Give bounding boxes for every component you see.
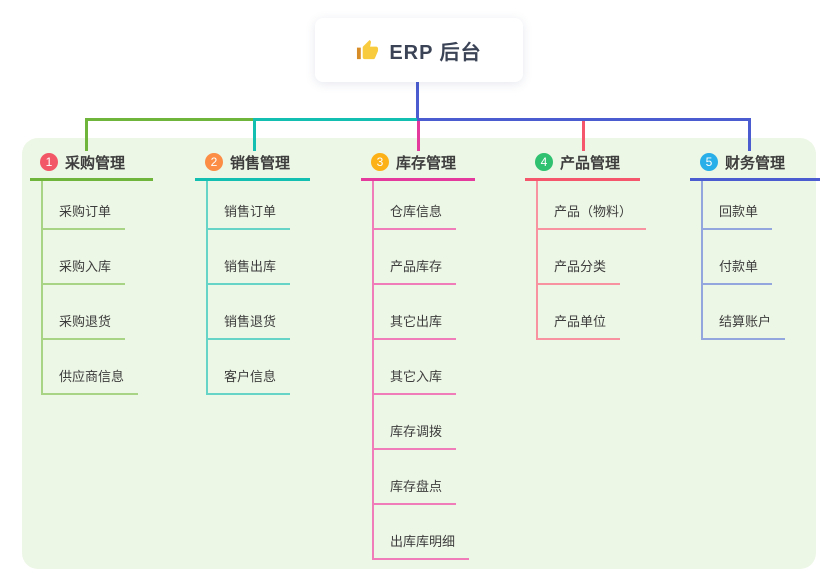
node-other-inbound[interactable]: 其它入库 xyxy=(374,340,475,395)
branch-product-header[interactable]: 4 产品管理 xyxy=(525,146,640,181)
badge-3: 3 xyxy=(371,153,389,171)
node-purchase-return[interactable]: 采购退货 xyxy=(43,285,153,340)
branch-sales: 2 销售管理 销售订单 销售出库 销售退货 客户信息 xyxy=(195,146,310,395)
branch-finance-children: 回款单 付款单 结算账户 xyxy=(701,181,820,340)
thumbs-up-icon xyxy=(356,39,379,62)
node-outbound-detail[interactable]: 出库库明细 xyxy=(374,505,475,560)
branch-3-connector xyxy=(417,121,420,151)
node-product-stock[interactable]: 产品库存 xyxy=(374,230,475,285)
branch-5-connector xyxy=(748,118,751,151)
branch-4-connector xyxy=(582,121,585,151)
node-purchase-order[interactable]: 采购订单 xyxy=(43,181,153,230)
node-supplier-info[interactable]: 供应商信息 xyxy=(43,340,153,395)
branch-title: 采购管理 xyxy=(65,154,126,172)
branch-1-connector xyxy=(85,118,88,151)
node-stock-transfer[interactable]: 库存调拨 xyxy=(374,395,475,450)
branch-title: 库存管理 xyxy=(396,154,457,172)
root-node-title: ERP 后台 xyxy=(389,41,482,64)
branch-purchase-children: 采购订单 采购入库 采购退货 供应商信息 xyxy=(41,181,153,395)
branch-purchase: 1 采购管理 采购订单 采购入库 采购退货 供应商信息 xyxy=(30,146,153,395)
branch-inventory-children: 仓库信息 产品库存 其它出库 其它入库 库存调拨 库存盘点 出库库明细 xyxy=(372,181,475,560)
node-product-category[interactable]: 产品分类 xyxy=(538,230,640,285)
badge-5: 5 xyxy=(700,153,718,171)
node-settlement-account[interactable]: 结算账户 xyxy=(703,285,820,340)
node-warehouse-info[interactable]: 仓库信息 xyxy=(374,181,475,230)
branch-inventory-header[interactable]: 3 库存管理 xyxy=(361,146,475,181)
node-receipt-bill[interactable]: 回款单 xyxy=(703,181,820,230)
badge-1: 1 xyxy=(40,153,58,171)
badge-2: 2 xyxy=(205,153,223,171)
branch-finance: 5 财务管理 回款单 付款单 结算账户 xyxy=(690,146,820,340)
branch-sales-children: 销售订单 销售出库 销售退货 客户信息 xyxy=(206,181,310,395)
branch-purchase-header[interactable]: 1 采购管理 xyxy=(30,146,153,181)
node-other-outbound[interactable]: 其它出库 xyxy=(374,285,475,340)
node-product-material[interactable]: 产品（物料） xyxy=(538,181,647,230)
bus-line-teal xyxy=(253,118,418,121)
root-connector-line xyxy=(416,82,419,119)
node-customer-info[interactable]: 客户信息 xyxy=(208,340,310,395)
node-product-unit[interactable]: 产品单位 xyxy=(538,285,640,340)
mindmap-canvas xyxy=(22,138,816,569)
branch-2-connector xyxy=(253,118,256,151)
root-node[interactable]: ERP 后台 xyxy=(315,18,523,82)
branch-sales-header[interactable]: 2 销售管理 xyxy=(195,146,310,181)
branch-inventory: 3 库存管理 仓库信息 产品库存 其它出库 其它入库 库存调拨 库存盘点 出库库… xyxy=(361,146,475,560)
branch-title: 财务管理 xyxy=(725,154,786,172)
bus-line-green xyxy=(85,118,254,121)
badge-4: 4 xyxy=(535,153,553,171)
branch-title: 销售管理 xyxy=(230,154,291,172)
node-sales-outbound[interactable]: 销售出库 xyxy=(208,230,310,285)
branch-product-children: 产品（物料） 产品分类 产品单位 xyxy=(536,181,647,340)
branch-finance-header[interactable]: 5 财务管理 xyxy=(690,146,820,181)
branch-product: 4 产品管理 产品（物料） 产品分类 产品单位 xyxy=(525,146,647,340)
bus-line-blue xyxy=(417,118,750,121)
node-sales-order[interactable]: 销售订单 xyxy=(208,181,310,230)
node-stock-check[interactable]: 库存盘点 xyxy=(374,450,475,505)
node-purchase-inbound[interactable]: 采购入库 xyxy=(43,230,153,285)
node-sales-return[interactable]: 销售退货 xyxy=(208,285,310,340)
node-payment-bill[interactable]: 付款单 xyxy=(703,230,820,285)
branch-title: 产品管理 xyxy=(560,154,621,172)
